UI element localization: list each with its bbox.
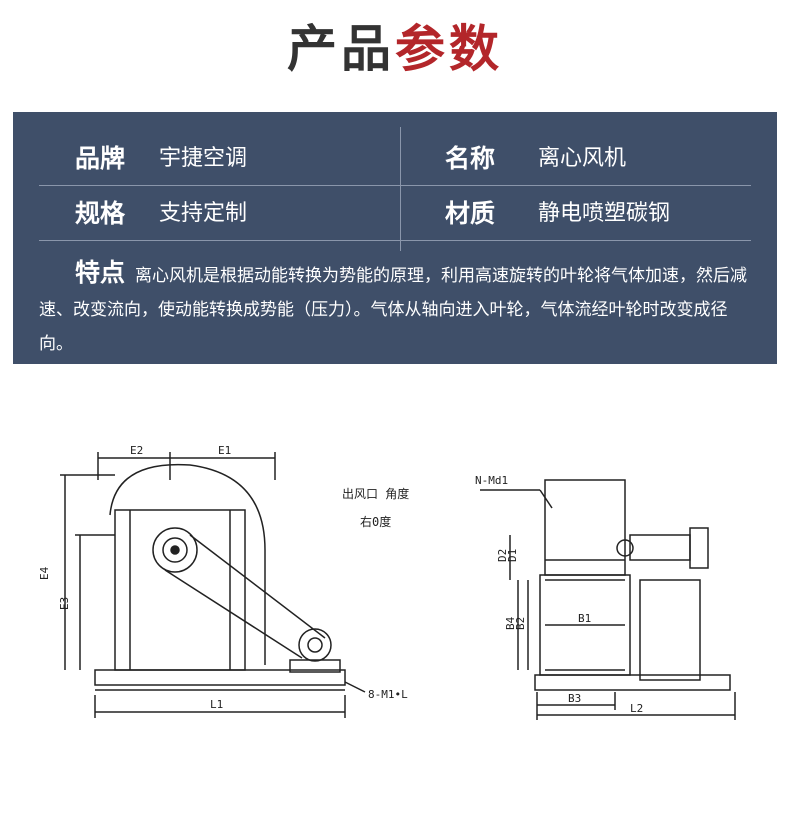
technical-drawings: E2 E1 E4 E3 L1 8-M1•L 出风口 角度 右0度 N-Md1 D… xyxy=(38,420,770,740)
label-b1: B1 xyxy=(578,612,591,625)
spec-value: 支持定制 xyxy=(159,201,248,226)
brand-value: 宇捷空调 xyxy=(159,146,248,171)
spec-row-2: 规格 支持定制 材质 静电喷塑碳钢 xyxy=(13,189,777,239)
fan-drawing-svg: E2 E1 E4 E3 L1 8-M1•L 出风口 角度 右0度 N-Md1 D… xyxy=(38,444,736,720)
material-key: 材质 xyxy=(445,199,496,228)
label-nmd: N-Md1 xyxy=(475,474,508,487)
side-view-drawing xyxy=(60,452,366,718)
label-l2: L2 xyxy=(630,702,643,715)
features-key: 特点 xyxy=(75,258,126,287)
spec-key: 规格 xyxy=(75,199,126,228)
row-divider-2 xyxy=(39,240,751,241)
label-e1: E1 xyxy=(218,444,231,457)
label-b2: B2 xyxy=(514,617,527,630)
name-key: 名称 xyxy=(445,144,496,173)
label-d1: D1 xyxy=(506,549,519,562)
name-value: 离心风机 xyxy=(538,146,627,171)
label-b3: B3 xyxy=(568,692,581,705)
material-value: 静电喷塑碳钢 xyxy=(538,201,671,226)
front-view-drawing xyxy=(480,479,736,720)
label-hole-note: 8-M1•L xyxy=(368,688,408,701)
spec-panel: 品牌 宇捷空调 名称 离心风机 规格 支持定制 材质 静电喷塑碳钢 特点离心风机… xyxy=(13,112,777,364)
label-l1: L1 xyxy=(210,698,223,711)
row-divider-1 xyxy=(39,185,751,186)
label-b4: B4 xyxy=(504,616,517,630)
features-block: 特点离心风机是根据动能转换为势能的原理，利用高速旋转的叶轮将气体加速，然后减速、… xyxy=(39,256,761,361)
outlet-note-line1: 出风口 角度 xyxy=(342,486,409,501)
features-text: 离心风机是根据动能转换为势能的原理，利用高速旋转的叶轮将气体加速，然后减速、改变… xyxy=(39,266,748,354)
column-divider xyxy=(400,127,401,251)
label-e4: E4 xyxy=(40,566,51,580)
title-part-2: 参数 xyxy=(395,20,503,78)
page-title: 产品参数 xyxy=(0,14,790,84)
outlet-note-line2: 右0度 xyxy=(360,514,391,529)
title-part-1: 产品 xyxy=(287,20,395,78)
label-d2: D2 xyxy=(496,549,509,562)
label-e3: E3 xyxy=(58,597,71,610)
label-e2: E2 xyxy=(130,444,143,457)
spec-row-1: 品牌 宇捷空调 名称 离心风机 xyxy=(13,134,777,184)
brand-key: 品牌 xyxy=(75,144,126,173)
